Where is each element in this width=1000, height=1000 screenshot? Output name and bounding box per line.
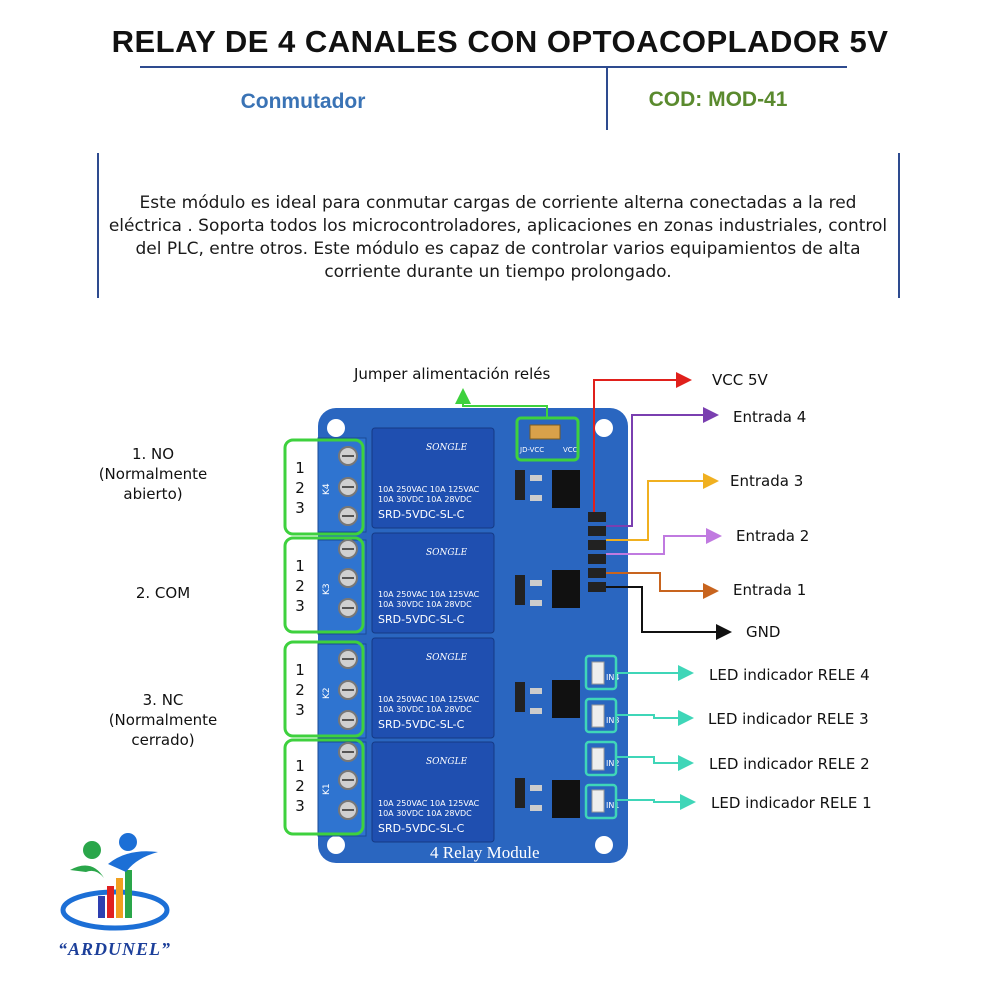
mount-hole — [327, 419, 345, 437]
relay-2: SONGLE 10A 250VAC 10A 125VAC 10A 30VDC 1… — [371, 637, 495, 739]
com-label: 2. COM — [135, 584, 191, 602]
svg-text:SRD-5VDC-SL-C: SRD-5VDC-SL-C — [378, 508, 465, 521]
in1-line — [606, 572, 719, 599]
svg-text:SONGLE: SONGLE — [426, 653, 468, 663]
svg-text:SRD-5VDC-SL-C: SRD-5VDC-SL-C — [378, 718, 465, 731]
svg-text:10A 250VAC 10A 125VAC: 10A 250VAC 10A 125VAC — [378, 799, 480, 808]
svg-text:10A 30VDC 10A 28VDC: 10A 30VDC 10A 28VDC — [378, 600, 472, 609]
terminal-highlight-3 — [283, 536, 365, 634]
terminal-highlight-2 — [283, 640, 365, 738]
svg-text:K1: K1 — [322, 783, 332, 795]
led1-line — [616, 794, 696, 810]
vcc-line — [593, 372, 692, 512]
in2-annotation: Entrada 2 — [736, 527, 810, 545]
mount-hole — [327, 836, 345, 854]
no-label: 1. NO (Normalmente abierto) — [98, 445, 208, 503]
gnd-line — [606, 586, 732, 640]
title-divider — [140, 66, 847, 68]
svg-text:IN4: IN4 — [606, 673, 619, 682]
svg-text:JD-VCC: JD-VCC — [519, 446, 544, 454]
svg-text:10A 30VDC 10A 28VDC: 10A 30VDC 10A 28VDC — [378, 809, 472, 818]
svg-text:K3: K3 — [322, 583, 332, 595]
jumper-annotation: Jumper alimentación relés — [354, 365, 551, 383]
in3-line — [606, 473, 719, 541]
terminal-highlight-1 — [283, 738, 365, 836]
ardunel-logo-graphic — [60, 833, 170, 931]
led3-line — [616, 710, 694, 726]
led2-line — [616, 755, 694, 771]
svg-text:VCC: VCC — [563, 446, 578, 454]
svg-text:K2: K2 — [322, 687, 332, 699]
svg-text:SONGLE: SONGLE — [426, 757, 468, 767]
jumper-pointer — [455, 388, 548, 418]
mount-hole — [595, 836, 613, 854]
svg-text:K4: K4 — [322, 483, 332, 495]
driver-components — [515, 470, 580, 818]
led2-annotation: LED indicador RELE 2 — [709, 755, 870, 773]
ardunel-logo-text: “ARDUNEL” — [58, 939, 172, 959]
header-pins — [588, 512, 606, 592]
relays: SONGLE 10A 250VAC 10A 125VAC 10A 30VDC 1… — [371, 427, 495, 843]
in1-annotation: Entrada 1 — [733, 581, 807, 599]
page-title: RELAY DE 4 CANALES CON OPTOACOPLADOR 5V — [111, 24, 889, 59]
svg-text:10A 30VDC 10A 28VDC: 10A 30VDC 10A 28VDC — [378, 705, 472, 714]
terminal-blocks: K4 K3 K2 K1 — [317, 437, 367, 837]
terminal-highlight-4 — [283, 438, 365, 536]
header-separator — [606, 68, 608, 130]
nc-label: 3. NC (Normalmente cerrado) — [108, 691, 218, 749]
in2-line — [606, 528, 722, 555]
svg-text:10A 250VAC 10A 125VAC: 10A 250VAC 10A 125VAC — [378, 695, 480, 704]
svg-text:10A 250VAC 10A 125VAC: 10A 250VAC 10A 125VAC — [378, 590, 480, 599]
description-text: Este módulo es ideal para conmutar carga… — [108, 193, 888, 282]
mount-hole — [595, 419, 613, 437]
leds: IN4 IN3 IN2 IN1 — [591, 661, 619, 813]
highlight-boxes — [283, 416, 580, 836]
svg-text:SONGLE: SONGLE — [426, 548, 468, 558]
jumper: JD-VCC VCC — [519, 424, 578, 454]
relay-4: SONGLE 10A 250VAC 10A 125VAC 10A 30VDC 1… — [371, 427, 495, 529]
in4-annotation: Entrada 4 — [733, 408, 807, 426]
svg-text:SRD-5VDC-SL-C: SRD-5VDC-SL-C — [378, 822, 465, 835]
description-right-bar — [898, 153, 900, 298]
in3-annotation: Entrada 3 — [730, 472, 804, 490]
led4-annotation: LED indicador RELE 4 — [709, 666, 870, 684]
subtitle: Conmutador — [240, 90, 366, 113]
in4-line — [606, 407, 719, 527]
svg-text:SRD-5VDC-SL-C: SRD-5VDC-SL-C — [378, 613, 465, 626]
svg-text:10A 30VDC 10A 28VDC: 10A 30VDC 10A 28VDC — [378, 495, 472, 504]
led3-annotation: LED indicador RELE 3 — [708, 710, 869, 728]
board-label: 4 Relay Module — [430, 843, 540, 862]
description-left-bar — [97, 153, 99, 298]
product-code: COD: MOD-41 — [648, 88, 788, 111]
led1-annotation: LED indicador RELE 1 — [711, 794, 872, 812]
svg-text:10A 250VAC 10A 125VAC: 10A 250VAC 10A 125VAC — [378, 485, 480, 494]
relay-1: SONGLE 10A 250VAC 10A 125VAC 10A 30VDC 1… — [371, 741, 495, 843]
svg-text:IN2: IN2 — [606, 759, 619, 768]
relay-3: SONGLE 10A 250VAC 10A 125VAC 10A 30VDC 1… — [371, 532, 495, 634]
svg-text:IN1: IN1 — [606, 801, 619, 810]
svg-text:IN3: IN3 — [606, 716, 619, 725]
gnd-annotation: GND — [746, 623, 781, 641]
vcc-annotation: VCC 5V — [712, 371, 768, 389]
svg-text:SONGLE: SONGLE — [426, 443, 468, 453]
